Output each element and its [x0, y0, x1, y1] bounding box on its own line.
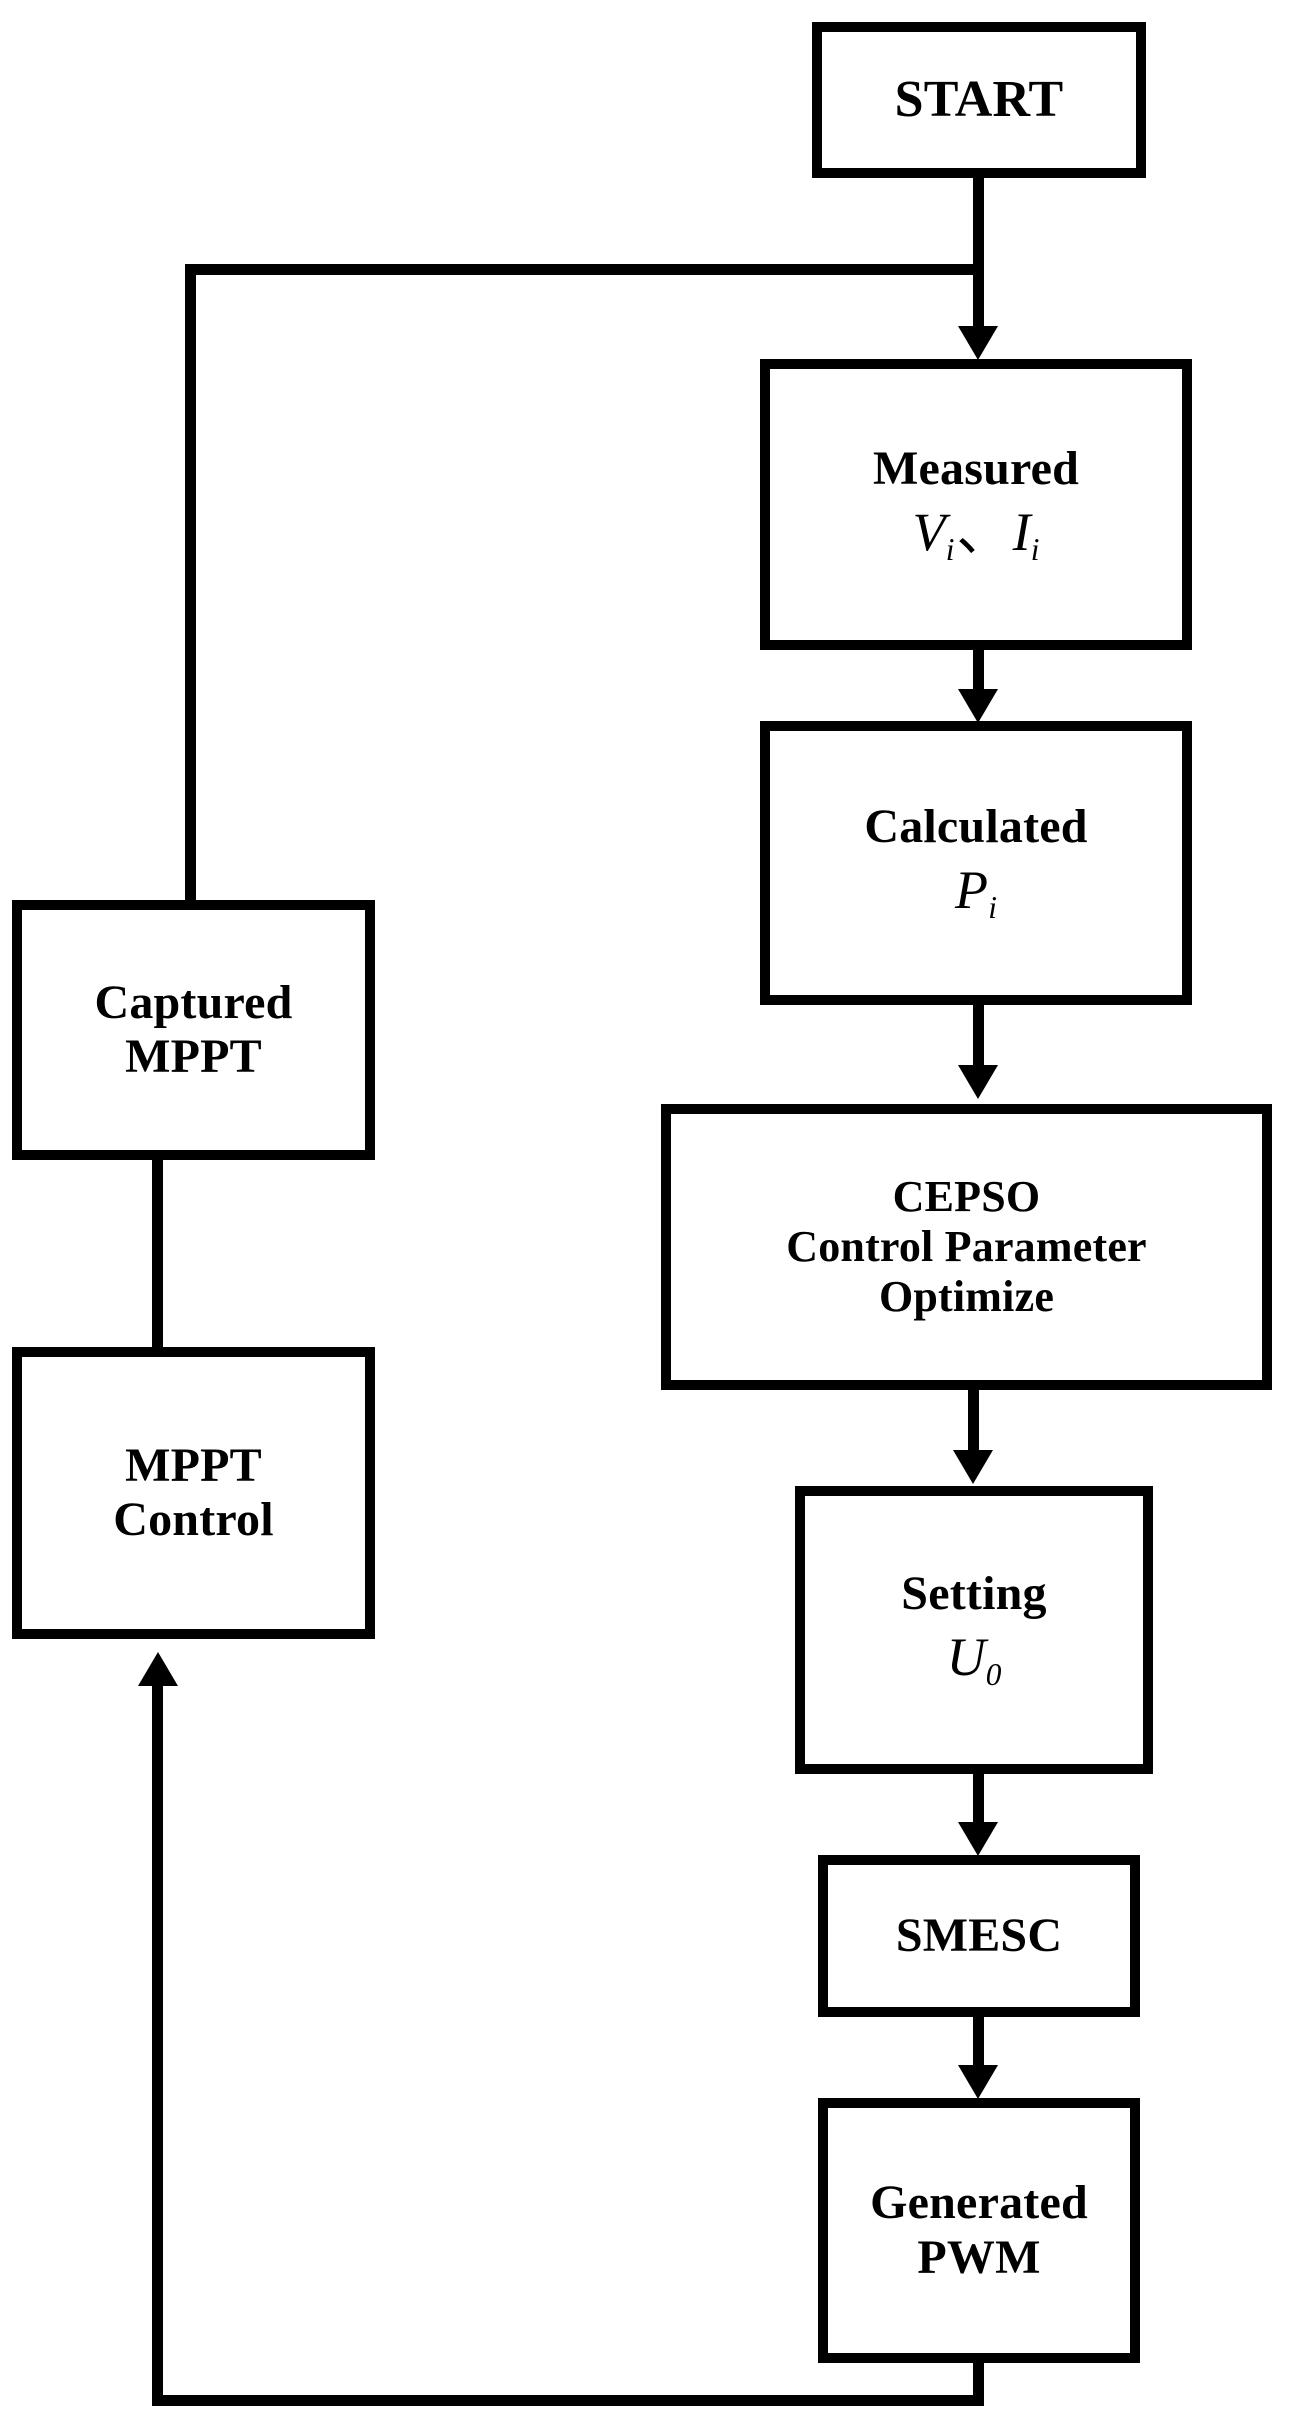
edge-start-to-measured-line	[973, 178, 984, 330]
node-calculated-title: Calculated	[864, 800, 1088, 854]
edge-measured-to-calculated-line	[973, 650, 984, 698]
variable-p: P	[955, 860, 989, 921]
node-pwm-line1: Generated	[870, 2176, 1088, 2230]
node-cepso-line3: Optimize	[878, 1271, 1055, 1321]
node-measured-title: Measured	[872, 441, 1080, 495]
edge-setting-to-smesc-arrowhead	[958, 1822, 998, 1856]
node-captured-line2: MPPT	[125, 1030, 262, 1083]
edge-captured-feedback-vertical-left	[185, 264, 196, 910]
edge-captured-feedback-horizontal	[185, 264, 984, 275]
variable-separator: 、	[956, 501, 1011, 562]
node-control-line2: Control	[113, 1493, 274, 1546]
node-generated-pwm[interactable]: Generated PWM	[818, 2098, 1140, 2363]
edge-cepso-to-setting-line	[968, 1390, 979, 1454]
node-setting[interactable]: Setting U0	[795, 1486, 1153, 1774]
edge-start-to-measured-arrowhead	[958, 326, 998, 360]
node-measured[interactable]: Measured Vi、Ii	[760, 359, 1192, 650]
node-calculated[interactable]: Calculated Pi	[760, 721, 1192, 1005]
node-calculated-variables: Pi	[955, 860, 997, 925]
edge-measured-to-calculated-arrowhead	[958, 689, 998, 723]
variable-i-subscript: i	[1030, 531, 1040, 567]
edge-pwm-feedback-vertical-left	[152, 1686, 163, 2406]
node-mppt-control[interactable]: MPPT Control	[12, 1347, 375, 1639]
edge-control-to-captured-line	[152, 1160, 163, 1348]
edge-smesc-to-pwm-line	[973, 2017, 984, 2073]
node-smesc-label: SMESC	[895, 1908, 1063, 1962]
variable-i: I	[1012, 501, 1031, 562]
node-smesc[interactable]: SMESC	[818, 1855, 1140, 2017]
node-control-line1: MPPT	[125, 1438, 262, 1492]
node-cepso-line1: CEPSO	[892, 1172, 1041, 1222]
edge-setting-to-smesc-line	[973, 1774, 984, 1830]
edge-smesc-to-pwm-arrowhead	[958, 2065, 998, 2099]
edge-pwm-feedback-horizontal	[152, 2395, 984, 2406]
variable-p-subscript: i	[988, 890, 997, 926]
edge-pwm-feedback-stub	[973, 2363, 984, 2406]
edge-calculated-to-cepso-arrowhead	[958, 1065, 998, 1099]
node-start-label: START	[894, 70, 1064, 128]
variable-u-subscript: 0	[985, 1657, 1002, 1693]
node-measured-variables: Vi、Ii	[913, 502, 1040, 567]
node-pwm-line2: PWM	[917, 2230, 1041, 2284]
node-captured-mppt[interactable]: Captured MPPT	[12, 900, 375, 1160]
variable-v: V	[912, 501, 946, 562]
node-start[interactable]: START	[812, 22, 1146, 178]
node-setting-title: Setting	[901, 1567, 1047, 1621]
edge-cepso-to-setting-arrowhead	[953, 1450, 993, 1484]
node-setting-variables: U0	[947, 1627, 1002, 1692]
variable-u: U	[946, 1627, 986, 1688]
node-captured-line1: Captured	[94, 975, 293, 1029]
edge-feedback-to-control-arrowhead	[138, 1652, 178, 1686]
node-cepso[interactable]: CEPSO Control Parameter Optimize	[661, 1104, 1272, 1390]
node-cepso-line2: Control Parameter	[786, 1222, 1147, 1272]
variable-v-subscript: i	[945, 531, 955, 567]
edge-calculated-to-cepso-line	[973, 1005, 984, 1069]
